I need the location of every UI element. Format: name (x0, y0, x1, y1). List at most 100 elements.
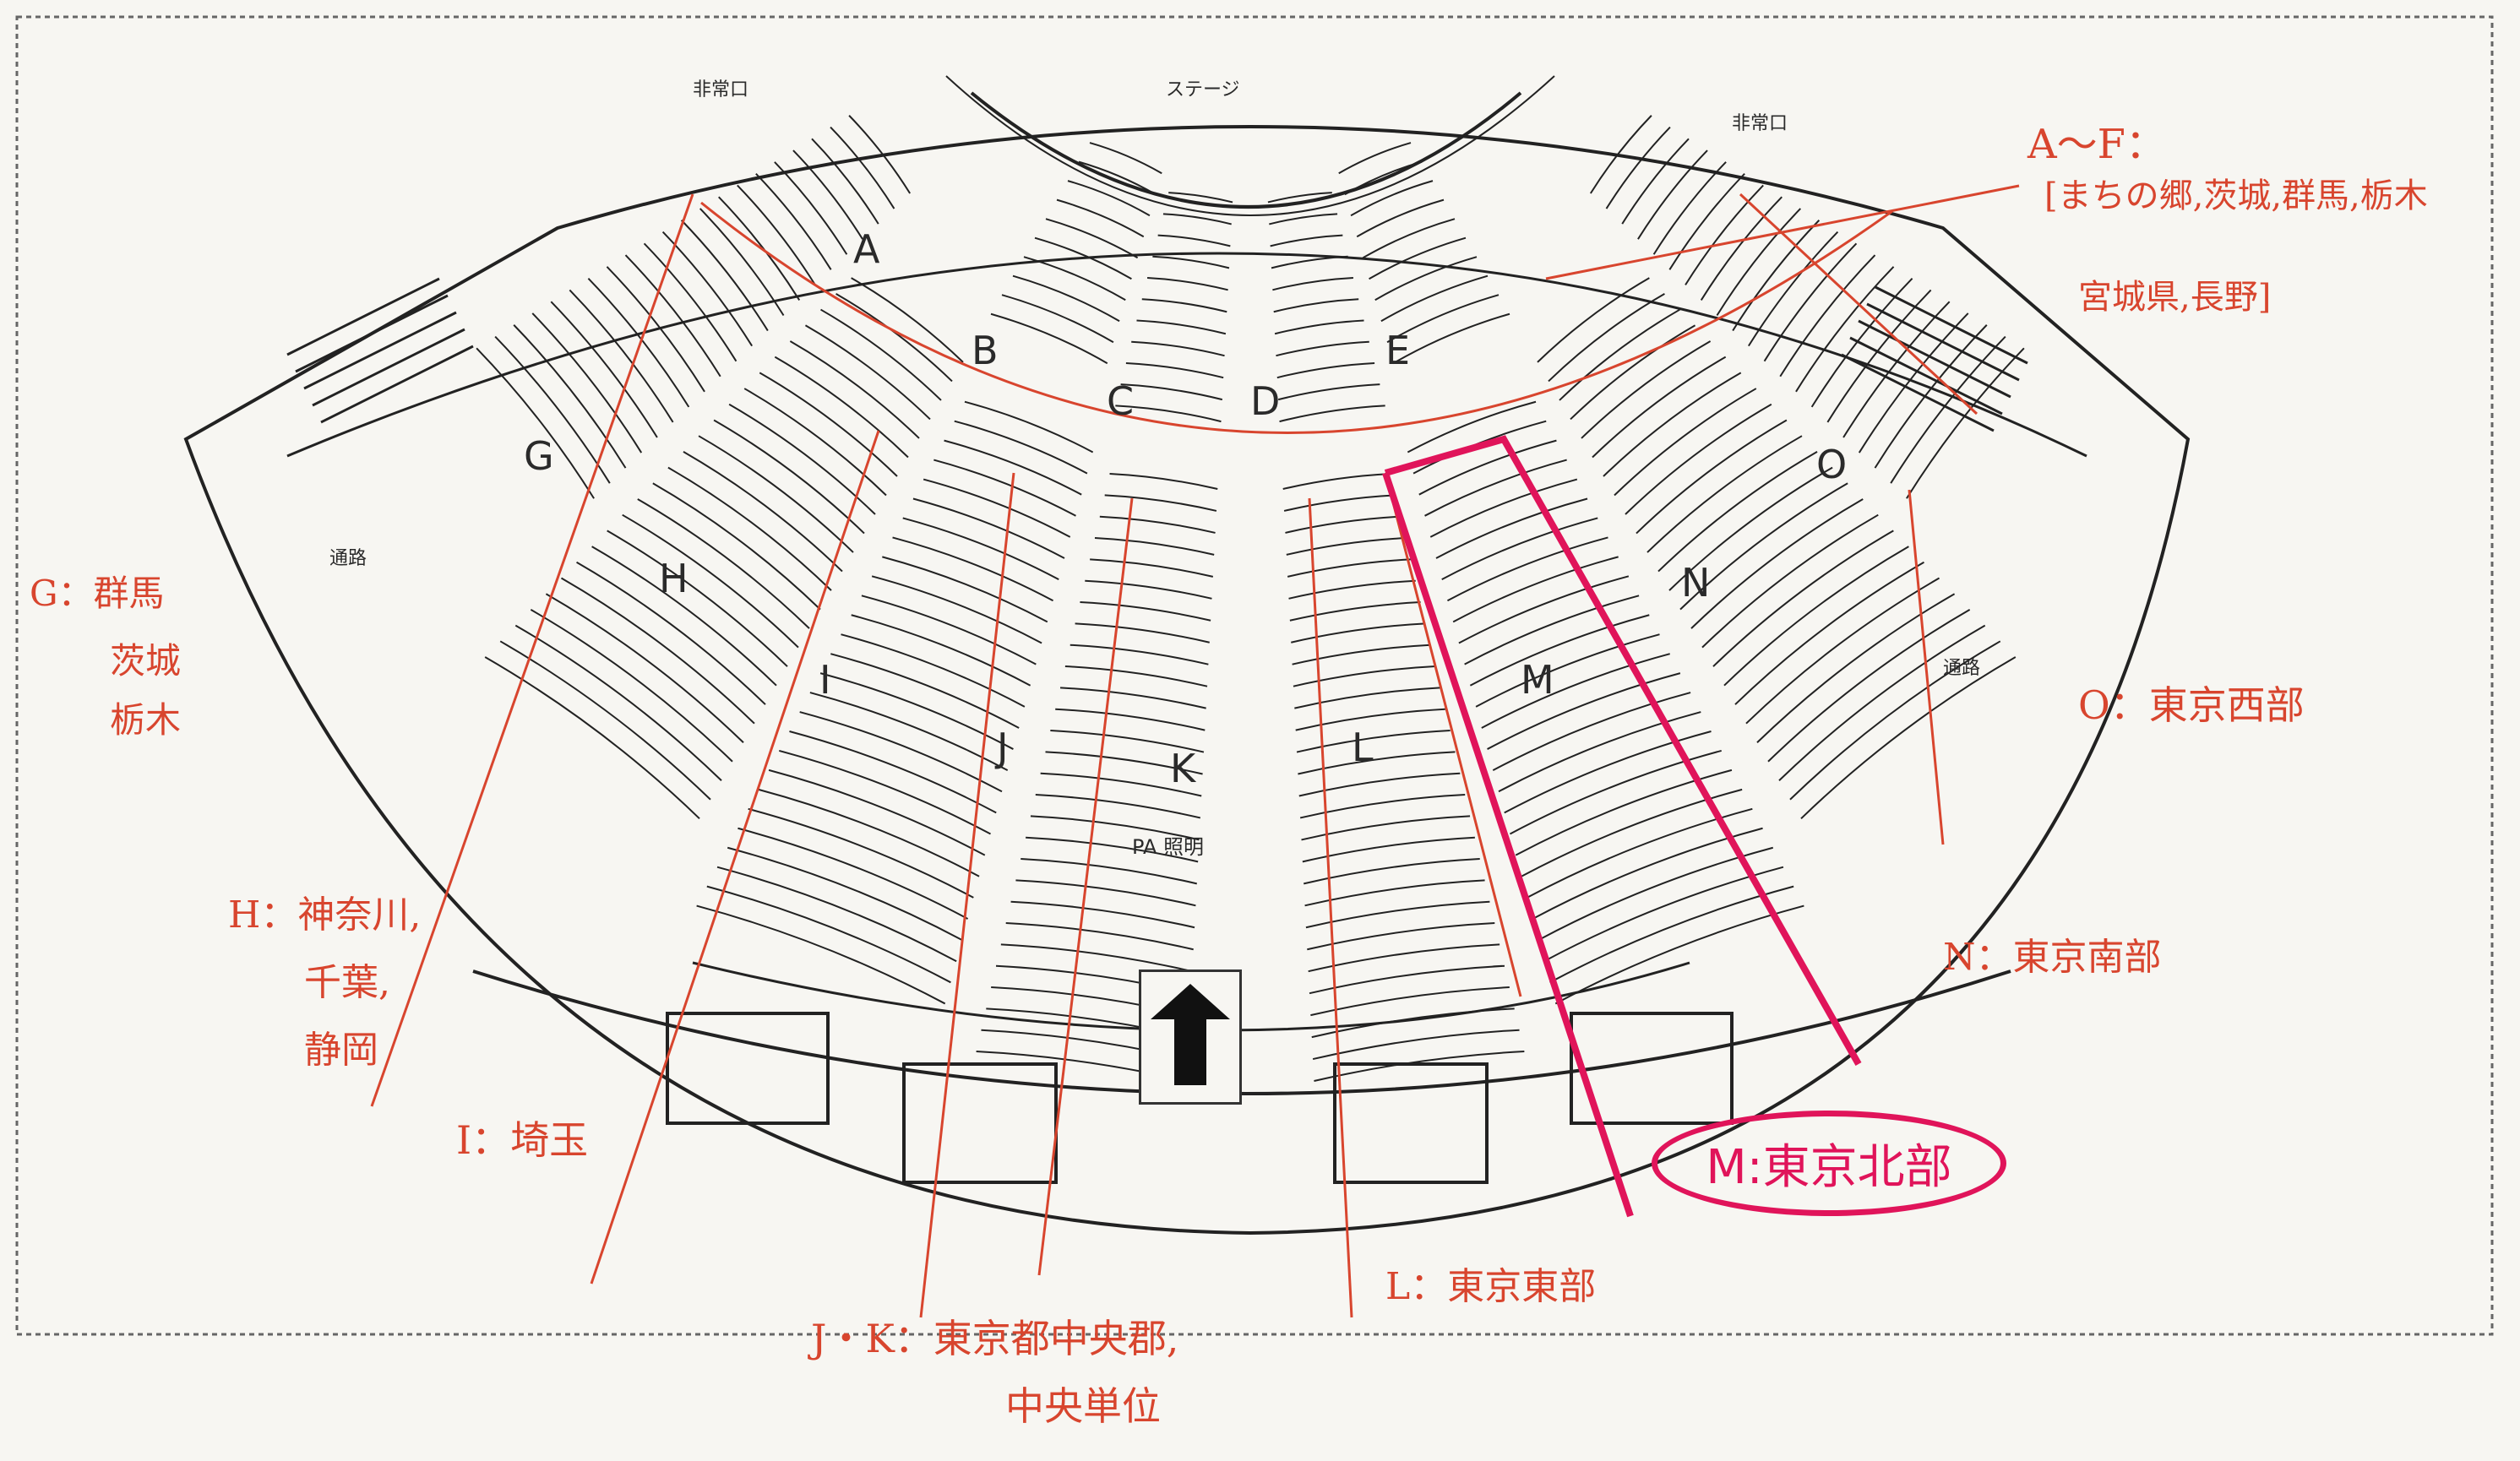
stage-edge-outer (945, 75, 1555, 216)
seat-row (1469, 614, 1650, 687)
seat-row (1874, 324, 1988, 469)
seat-row (624, 254, 721, 377)
seat-row (1109, 473, 1218, 490)
seat-row (1789, 640, 2001, 801)
seat-row (1549, 885, 1794, 984)
seat-row (680, 220, 769, 332)
seat-row (1307, 922, 1495, 951)
seat-row (1296, 730, 1450, 753)
seat-row (1527, 807, 1753, 899)
seat-row (1269, 213, 1338, 225)
seat-row (607, 530, 788, 667)
seat-row (1045, 218, 1139, 259)
seat-row (1701, 513, 1879, 649)
seat-row (820, 308, 942, 401)
seat-row (1136, 319, 1227, 335)
seat-row (1302, 836, 1475, 863)
seat-row (1621, 138, 1690, 225)
seat-row (1308, 943, 1500, 973)
seat-row (1559, 308, 1680, 401)
seat-row (1712, 530, 1894, 667)
seat-row (779, 749, 991, 835)
seat-row (1274, 319, 1364, 335)
seat-row (758, 788, 980, 877)
seat-row (1157, 234, 1231, 247)
seat-row (1646, 435, 1803, 553)
annotation-m-highlight: M:東京北部 (1652, 1111, 2006, 1216)
seat-row (1498, 711, 1701, 793)
seat-row (743, 388, 887, 497)
seat-row (1000, 943, 1193, 973)
seat-row (591, 546, 777, 687)
inner-arc (286, 252, 2087, 458)
seat-row (737, 184, 816, 285)
seat-row (1286, 537, 1407, 556)
seat-row (871, 575, 1042, 644)
seat-row (1304, 879, 1485, 907)
seat-row (1035, 794, 1201, 819)
seat-row (789, 340, 920, 439)
rear-stairs (666, 1012, 1734, 1184)
seat-row (1767, 609, 1971, 763)
seat-row (768, 769, 986, 856)
seat-row (1312, 1029, 1520, 1061)
seat-row (1369, 236, 1467, 280)
m-section-highlight (1382, 435, 1862, 1218)
seat-row (792, 149, 863, 240)
seat-row (774, 161, 848, 255)
seat-row (1795, 266, 1895, 393)
seat-row (1668, 172, 1745, 270)
seat-row (1287, 558, 1411, 578)
seat-row (1592, 356, 1727, 459)
seat-row (1424, 459, 1567, 517)
seat-row (1005, 922, 1194, 951)
seat-row (1012, 274, 1120, 323)
seat-row (1344, 160, 1423, 196)
seat-row (830, 653, 1020, 729)
seat-row (1452, 556, 1619, 623)
seat-row (1407, 400, 1537, 454)
seat-row (1303, 858, 1480, 885)
seat-row (1492, 692, 1691, 772)
seat-row (728, 403, 876, 515)
seat-row (1690, 498, 1864, 629)
annotation-m: M:東京北部 (1706, 1140, 1952, 1195)
seat-row (1362, 218, 1456, 259)
seat-row (923, 478, 1071, 538)
seat-row (1890, 335, 2006, 484)
seat-row (1034, 236, 1132, 280)
seat-row (1293, 665, 1436, 687)
seat-row (1023, 256, 1126, 301)
seat-row (1282, 473, 1391, 490)
seat-row (851, 614, 1031, 687)
seat-row (1685, 184, 1764, 285)
seat-row (531, 312, 643, 454)
seat-row (499, 640, 711, 801)
seat-row (1310, 986, 1510, 1017)
seat-row (892, 536, 1054, 602)
seat-row (755, 172, 832, 270)
seat-row (718, 196, 801, 301)
seat-row (1637, 149, 1708, 240)
seat-row (1826, 289, 1932, 423)
seat-row (1603, 372, 1742, 477)
seat-row (1267, 192, 1332, 204)
seat-row (1614, 388, 1757, 497)
stairs-left (286, 277, 474, 424)
seat-row (1075, 622, 1210, 644)
seat-row (1147, 277, 1228, 291)
seat-row (1589, 115, 1652, 194)
seat-row (513, 324, 627, 469)
seat-row (1521, 788, 1743, 877)
seat-row (809, 692, 1009, 772)
seat-row (1055, 708, 1206, 731)
seat-row (1858, 312, 1969, 454)
seat-row (550, 301, 658, 438)
seat-row (1700, 196, 1783, 301)
seat-row (1429, 478, 1578, 538)
seat-row (1756, 593, 1956, 743)
seat-row (1763, 242, 1858, 362)
zone-dividers (370, 184, 2020, 1318)
seat-row (933, 459, 1076, 517)
